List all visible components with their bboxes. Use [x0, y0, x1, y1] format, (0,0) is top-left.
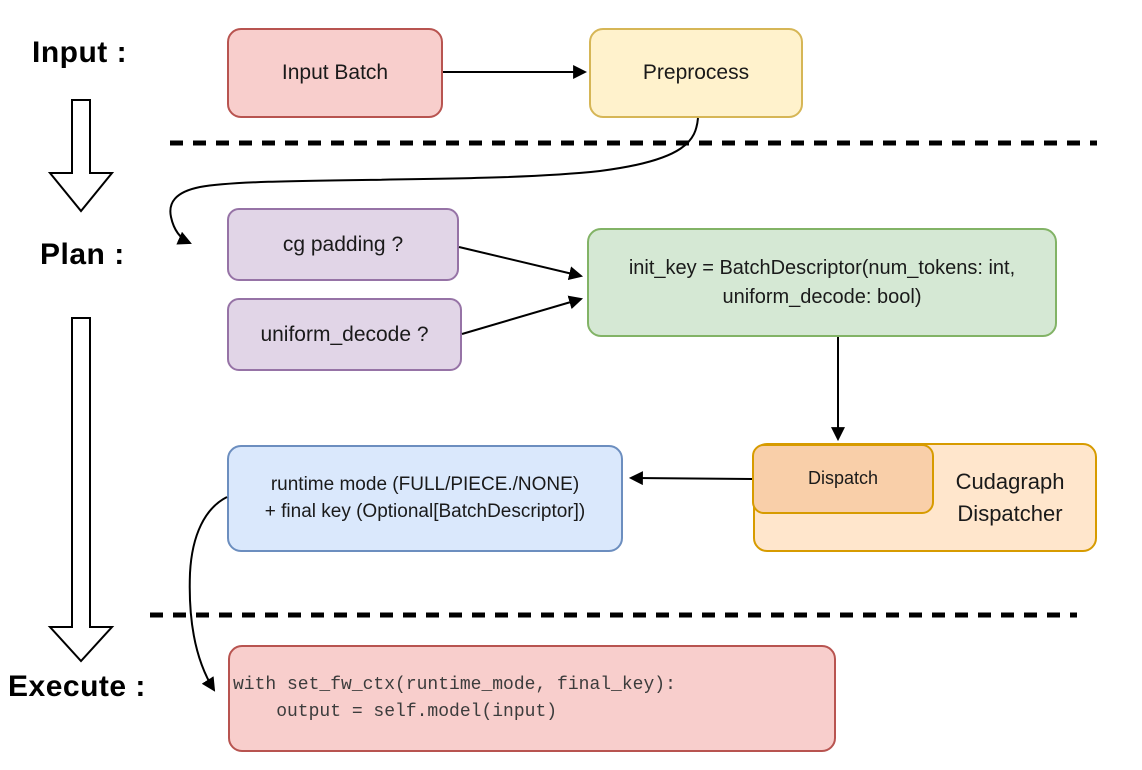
- node-cudagraph-dispatcher-label: Cudagraph Dispatcher: [927, 445, 1093, 550]
- node-cudagraph-dispatcher-line2: Dispatcher: [957, 500, 1063, 526]
- node-init-key-line2: uniform_decode: bool): [722, 285, 922, 308]
- stage-label-input: Input :: [32, 36, 128, 69]
- arrow-uniform-decode-to-init-key: [461, 295, 584, 335]
- node-runtime-mode-line2: + final key (Optional[BatchDescriptor]): [264, 500, 586, 522]
- node-input-batch-label: Input Batch: [281, 61, 389, 85]
- node-uniform-decode-label: uniform_decode ?: [260, 322, 429, 346]
- node-cg-padding: cg padding ?: [227, 208, 459, 281]
- node-uniform-decode: uniform_decode ?: [227, 298, 462, 371]
- execute-code-line1: with set_fw_ctx(runtime_mode, final_key)…: [233, 674, 676, 695]
- node-execute-code: with set_fw_ctx(runtime_mode, final_key)…: [228, 645, 836, 752]
- node-runtime-mode-result: runtime mode (FULL/PIECE./NONE) + final …: [227, 445, 623, 552]
- node-preprocess-label: Preprocess: [642, 61, 750, 85]
- node-cudagraph-dispatcher-line1: Cudagraph: [955, 468, 1065, 494]
- node-runtime-mode-line1: runtime mode (FULL/PIECE./NONE): [270, 473, 580, 495]
- stage-label-plan: Plan :: [40, 238, 125, 271]
- arrow-cg-padding-to-init-key: [458, 246, 584, 281]
- execute-code-line2: output = self.model(input): [233, 701, 558, 722]
- node-init-key-line1: init_key = BatchDescriptor(num_tokens: i…: [628, 257, 1016, 280]
- node-dispatch-label: Dispatch: [807, 468, 879, 489]
- arrow-dispatch-to-runtime-mode: [628, 471, 753, 486]
- node-dispatch: Dispatch: [752, 444, 934, 514]
- node-cg-padding-label: cg padding ?: [282, 232, 404, 256]
- arrow-runtime-mode-to-execute-code: [188, 496, 228, 692]
- node-input-batch: Input Batch: [227, 28, 443, 118]
- stage-arrow-plan-to-execute-icon: [47, 317, 115, 663]
- stage-arrow-input-to-plan-icon: [47, 99, 115, 213]
- node-init-key: init_key = BatchDescriptor(num_tokens: i…: [587, 228, 1057, 337]
- node-preprocess: Preprocess: [589, 28, 803, 118]
- stage-label-execute: Execute :: [8, 670, 146, 703]
